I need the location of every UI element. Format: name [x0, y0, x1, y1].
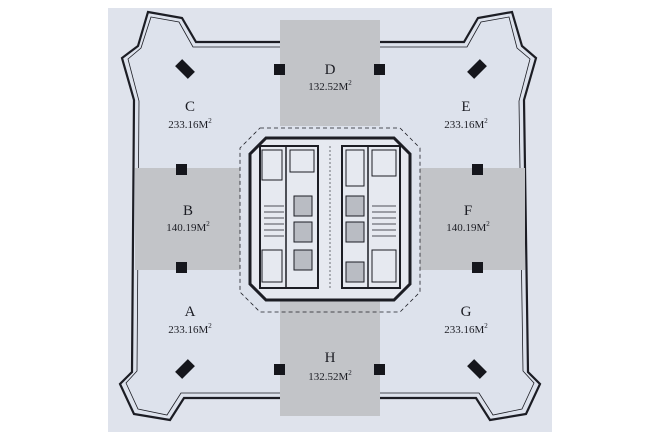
elevator — [345, 261, 365, 283]
elevator — [293, 249, 313, 271]
unit-letter-h: H — [325, 350, 336, 366]
unit-letter-d: D — [325, 62, 336, 78]
column — [374, 64, 385, 75]
unit-h-area — [280, 300, 380, 416]
column — [176, 262, 187, 273]
elevator — [345, 195, 365, 217]
column — [274, 64, 285, 75]
column — [274, 364, 285, 375]
unit-letter-c: C — [185, 99, 195, 115]
unit-d-area — [280, 20, 380, 126]
column — [176, 164, 187, 175]
unit-area-a: 233.16M2 — [168, 322, 212, 336]
unit-label-h: H 132.52M2 — [308, 350, 352, 383]
unit-label-a: A 233.16M2 — [168, 304, 212, 336]
unit-area-b: 140.19M2 — [166, 220, 210, 234]
column — [467, 59, 487, 79]
unit-letter-b: B — [183, 203, 193, 219]
unit-area-d: 132.52M2 — [308, 79, 352, 93]
stair-left — [264, 205, 284, 237]
structural-columns — [175, 59, 487, 379]
column — [175, 359, 195, 379]
unit-label-g: G 233.16M2 — [444, 304, 488, 336]
core-rooms — [261, 149, 397, 283]
unit-b-area — [135, 168, 240, 270]
unit-letter-a: A — [185, 304, 196, 320]
unit-label-d: D 132.52M2 — [308, 62, 352, 93]
column — [467, 359, 487, 379]
unit-area-c: 233.16M2 — [168, 117, 212, 131]
column — [472, 262, 483, 273]
building-outline-inner — [125, 16, 535, 416]
stair-right — [372, 205, 396, 237]
elevator-group-left — [293, 195, 313, 271]
elevator — [293, 195, 313, 217]
column — [374, 364, 385, 375]
core-left-block — [259, 145, 319, 289]
core-right-block — [341, 145, 401, 289]
unit-letter-e: E — [461, 99, 470, 115]
unit-label-e: E 233.16M2 — [444, 99, 488, 131]
unit-letter-f: F — [464, 203, 472, 219]
unit-letter-g: G — [461, 304, 472, 320]
unit-area-f: 140.19M2 — [446, 220, 490, 234]
elevator — [293, 221, 313, 243]
elevator — [345, 221, 365, 243]
column — [175, 59, 195, 79]
column — [472, 164, 483, 175]
unit-label-c: C 233.16M2 — [168, 99, 212, 131]
unit-label-f: F 140.19M2 — [446, 203, 490, 234]
elevator-group-right — [345, 195, 365, 283]
core-boundary-dashed — [239, 127, 421, 313]
unit-label-b: B 140.19M2 — [166, 203, 210, 234]
unit-area-e: 233.16M2 — [444, 117, 488, 131]
unit-area-g: 233.16M2 — [444, 322, 488, 336]
unit-f-area — [420, 168, 525, 270]
unit-area-h: 132.52M2 — [308, 369, 352, 383]
